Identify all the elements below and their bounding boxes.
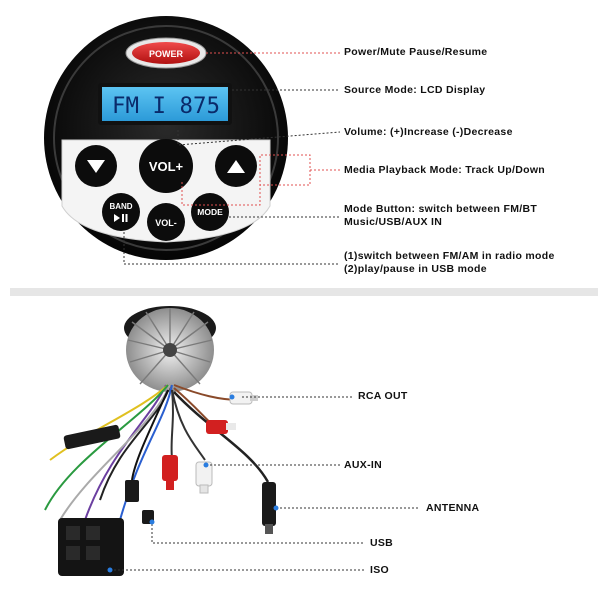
track-up-button[interactable] (215, 145, 257, 187)
top-leader-lines (123, 52, 341, 265)
antenna-connector (262, 482, 276, 534)
aux-in-plugs (162, 455, 213, 494)
bottom-leader-lines (110, 396, 420, 571)
volume-down-button[interactable]: VOL- (147, 203, 185, 241)
usb-connector (125, 480, 154, 524)
callout-band-1: (1)switch between FM/AM in radio mode (344, 250, 555, 262)
fuse-holder (63, 424, 121, 450)
lcd-readout: FM I 875 (112, 94, 220, 119)
rca-out-plugs (206, 391, 258, 434)
triangle-down-icon (87, 160, 105, 173)
volume-down-label: VOL- (155, 218, 177, 228)
band-button-label: BAND (109, 202, 132, 211)
play-pause-icon (114, 214, 128, 222)
rear-unit (124, 306, 216, 392)
volume-up-button[interactable]: VOL+ (139, 139, 193, 193)
callout-rca-out: RCA OUT (358, 390, 408, 402)
leader-band (123, 232, 340, 265)
callout-mode-1: Mode Button: switch between FM/BT (344, 203, 538, 215)
center-hub (163, 343, 177, 357)
leader-volume (177, 130, 341, 146)
callout-volume: Volume: (+)Increase (-)Decrease (344, 126, 513, 138)
power-button-label: POWER (149, 49, 184, 59)
callout-usb: USB (370, 537, 394, 549)
band-button[interactable]: BAND (102, 193, 140, 231)
head-unit: POWER FM I 875 VOL+ BAND (44, 16, 288, 260)
iso-connector (58, 518, 124, 576)
lcd-display: FM I 875 (98, 83, 232, 125)
triangle-up-icon (227, 160, 245, 173)
callout-iso: ISO (370, 564, 389, 576)
callout-antenna: ANTENNA (426, 502, 480, 514)
track-down-button[interactable] (75, 145, 117, 187)
mode-button[interactable]: MODE (191, 193, 229, 231)
leader-dots (107, 394, 279, 573)
callout-aux-in: AUX-IN (344, 459, 382, 471)
callout-power: Power/Mute Pause/Resume (344, 46, 488, 58)
callout-band-2: (2)play/pause in USB mode (344, 263, 487, 275)
power-button[interactable]: POWER (125, 37, 207, 69)
section-divider (10, 288, 598, 296)
wiring-harness (44, 384, 270, 521)
callout-track: Media Playback Mode: Track Up/Down (344, 164, 545, 176)
callout-lcd: Source Mode: LCD Display (344, 84, 486, 96)
callout-mode-2: Music/USB/AUX IN (344, 216, 443, 228)
mode-button-label: MODE (197, 207, 223, 217)
volume-up-label: VOL+ (149, 159, 184, 174)
heatsink-fin-lines (127, 308, 213, 385)
leader-usb (151, 524, 364, 544)
